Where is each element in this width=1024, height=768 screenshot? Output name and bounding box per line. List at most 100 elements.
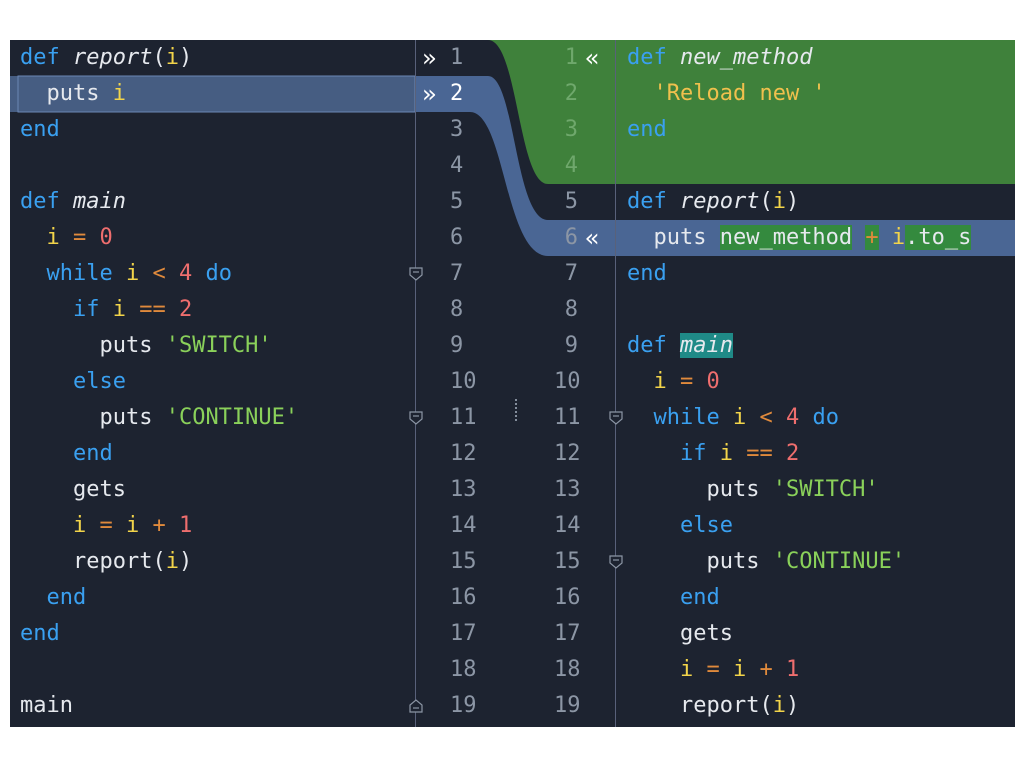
code-token — [852, 225, 865, 250]
code-token: == — [732, 441, 786, 466]
code-line[interactable]: gets — [627, 616, 733, 652]
code-token: 4 — [178, 261, 193, 286]
code-token: puts — [627, 549, 773, 574]
code-token: 2 — [178, 297, 193, 322]
code-line[interactable]: if i == 2 — [627, 436, 799, 472]
line-number: 4 — [564, 153, 578, 178]
code-line[interactable]: main — [20, 688, 73, 724]
code-line[interactable]: end — [20, 616, 60, 652]
code-token: else — [20, 369, 126, 394]
code-token: i — [653, 369, 667, 394]
code-line[interactable]: i = i + 1 — [20, 508, 192, 544]
code-token: def — [20, 189, 73, 214]
merge-arrow-icon[interactable]: » — [422, 80, 437, 108]
code-token — [20, 513, 73, 538]
code-token: == — [125, 297, 179, 322]
code-token: i — [72, 513, 87, 538]
code-line[interactable]: puts 'SWITCH' — [627, 472, 878, 508]
code-line[interactable]: report(i) — [627, 688, 799, 724]
code-token — [20, 225, 47, 250]
code-token: puts — [627, 477, 773, 502]
code-line[interactable]: def report(i) — [627, 184, 799, 220]
code-token: < — [746, 405, 786, 430]
line-number: 10 — [450, 369, 477, 394]
code-line[interactable]: i = 0 — [20, 220, 113, 256]
code-token: else — [627, 513, 733, 538]
code-line[interactable]: if i == 2 — [20, 292, 192, 328]
pane-splitter-handle[interactable] — [514, 398, 518, 422]
code-line[interactable]: end — [627, 112, 667, 148]
code-line[interactable]: puts i — [20, 76, 125, 112]
code-token: def — [627, 333, 680, 358]
line-number: 19 — [450, 693, 477, 718]
code-line[interactable]: end — [20, 112, 60, 148]
line-number: 10 — [554, 369, 581, 394]
code-token: i — [679, 657, 694, 682]
left-gutter-divider — [415, 40, 416, 727]
line-number: 6 — [450, 225, 464, 250]
line-number: 17 — [554, 621, 581, 646]
code-token: def — [627, 189, 680, 214]
code-token: i — [732, 657, 747, 682]
merge-arrow-icon[interactable]: » — [422, 44, 437, 72]
code-token: 1 — [785, 657, 800, 682]
code-line[interactable]: def main — [20, 184, 126, 220]
code-token: report — [679, 189, 760, 214]
line-number: 11 — [450, 405, 477, 430]
line-number: 2 — [450, 81, 464, 106]
merge-arrow-icon[interactable]: « — [585, 44, 600, 72]
code-token: def — [627, 45, 680, 70]
code-token: i — [165, 549, 179, 574]
code-token: = — [666, 369, 707, 394]
code-token: 'CONTINUE' — [772, 549, 906, 574]
code-line[interactable]: end — [20, 580, 86, 616]
line-number: 15 — [554, 549, 581, 574]
code-token: ) — [785, 693, 800, 718]
code-line[interactable]: puts 'CONTINUE' — [20, 400, 298, 436]
line-number: 4 — [450, 153, 464, 178]
added-block-connector — [488, 40, 1015, 184]
fold-marker-icon[interactable] — [609, 555, 623, 569]
code-token: new_method — [679, 45, 813, 70]
fold-marker-icon[interactable] — [409, 411, 423, 425]
code-line[interactable]: else — [627, 508, 733, 544]
line-number: 14 — [554, 513, 581, 538]
code-token: ( — [759, 189, 773, 214]
code-line[interactable]: else — [20, 364, 126, 400]
line-number: 9 — [450, 333, 464, 358]
code-line[interactable]: report(i) — [20, 544, 192, 580]
code-token: = — [59, 225, 100, 250]
code-line[interactable]: i = 0 — [627, 364, 720, 400]
code-line[interactable]: puts new_method + i.to_s — [627, 220, 972, 256]
line-number: 3 — [564, 117, 578, 142]
code-token: while — [20, 261, 126, 286]
code-line[interactable]: i = i + 1 — [627, 652, 799, 688]
code-line[interactable]: while i < 4 do — [627, 400, 838, 436]
code-token: 2 — [785, 441, 800, 466]
code-token: main — [679, 333, 733, 358]
line-number: 3 — [450, 117, 464, 142]
code-token: i — [772, 693, 786, 718]
fold-marker-icon[interactable] — [409, 699, 423, 713]
code-line[interactable]: end — [627, 580, 720, 616]
code-line[interactable]: while i < 4 do — [20, 256, 232, 292]
merge-arrow-icon[interactable]: « — [585, 224, 600, 252]
code-line[interactable]: def new_method — [627, 40, 812, 76]
code-line[interactable]: end — [627, 256, 667, 292]
code-line[interactable]: gets — [20, 472, 126, 508]
fold-marker-icon[interactable] — [609, 411, 623, 425]
line-number: 9 — [564, 333, 578, 358]
code-line[interactable]: 'Reload new ' — [627, 76, 825, 112]
code-line[interactable]: puts 'SWITCH' — [20, 328, 271, 364]
code-line[interactable]: puts 'CONTINUE' — [627, 544, 905, 580]
code-token: 0 — [99, 225, 113, 250]
code-line[interactable]: def main — [627, 328, 733, 364]
code-line[interactable]: def report(i) — [20, 40, 192, 76]
code-token: 0 — [706, 369, 720, 394]
code-token: do — [192, 261, 232, 286]
line-number: 11 — [554, 405, 581, 430]
code-token: puts — [20, 81, 113, 106]
code-line[interactable]: end — [20, 436, 113, 472]
fold-marker-icon[interactable] — [409, 267, 423, 281]
